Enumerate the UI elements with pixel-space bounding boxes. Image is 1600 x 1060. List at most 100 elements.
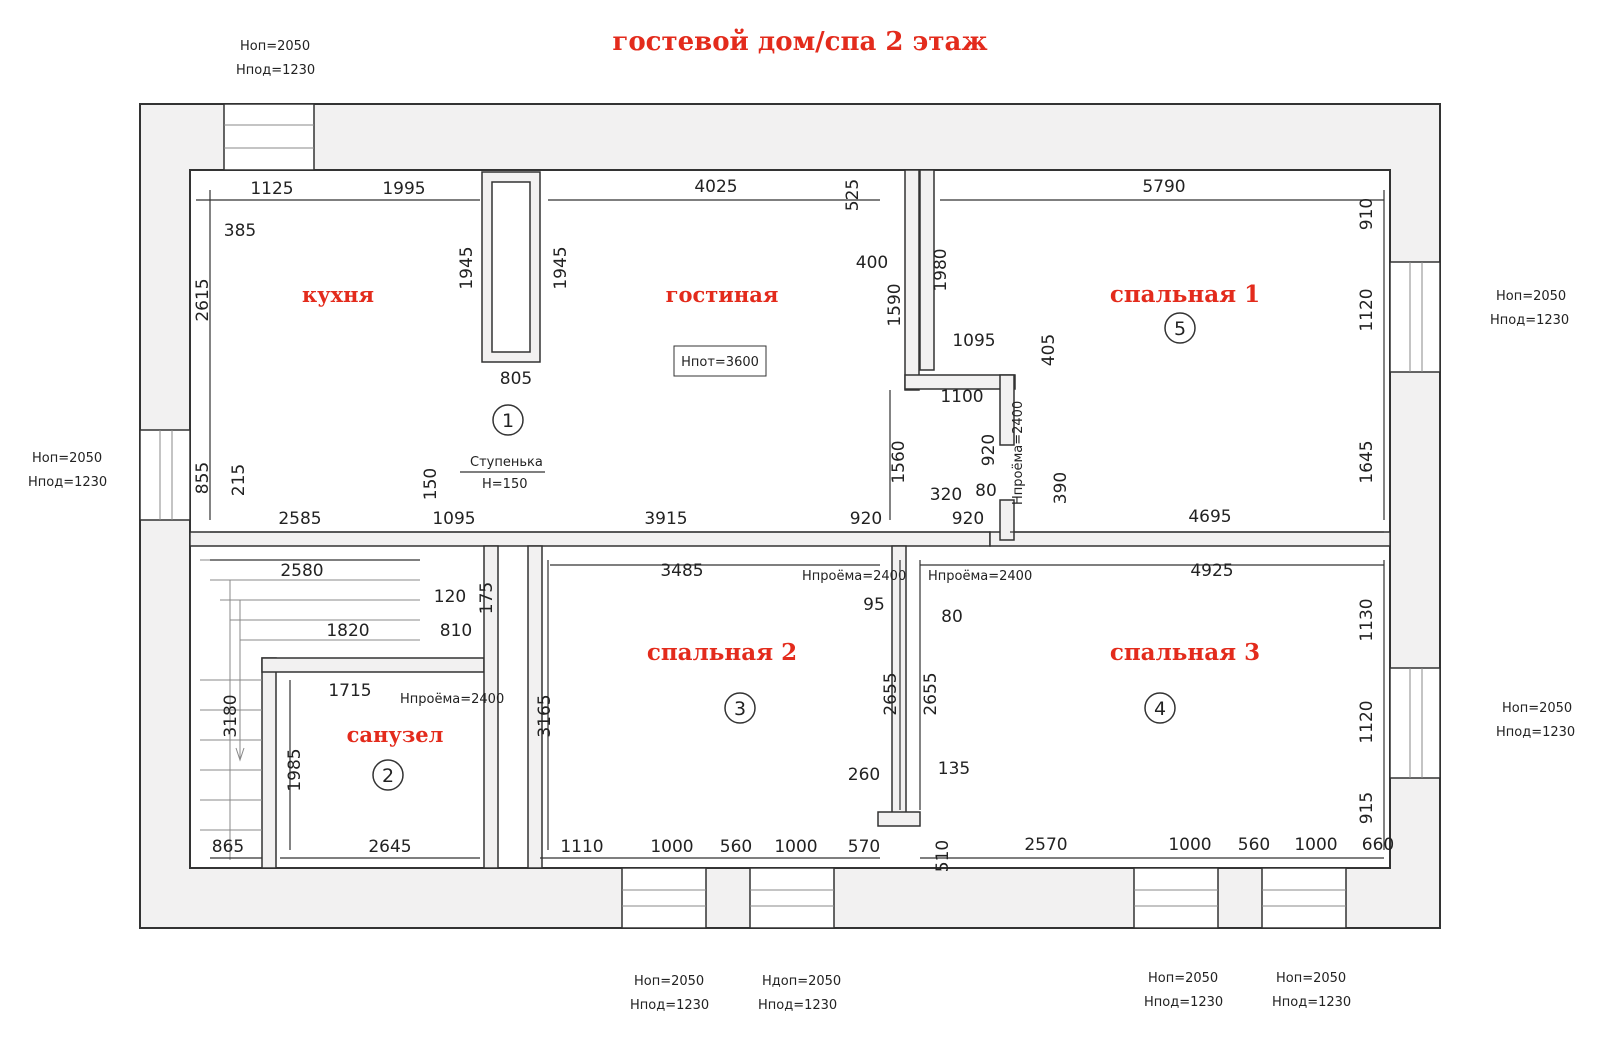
svg-text:2570: 2570 <box>1024 835 1067 855</box>
svg-text:Hоп=2050: Hоп=2050 <box>1496 289 1566 304</box>
dimension-lines <box>196 190 1385 859</box>
room-label-bedroom1: спальная 1 <box>1110 281 1260 308</box>
svg-text:810: 810 <box>440 621 472 641</box>
svg-text:1820: 1820 <box>326 621 369 641</box>
wall-kitchen-bottom <box>189 531 991 547</box>
svg-text:4695: 4695 <box>1188 507 1231 527</box>
svg-text:Hпроёма=2400: Hпроёма=2400 <box>928 569 1032 584</box>
living-height: Hпот=3600 <box>681 355 759 370</box>
svg-text:2585: 2585 <box>278 509 321 529</box>
svg-text:1980: 1980 <box>931 248 951 291</box>
svg-text:Hоп=2050: Hоп=2050 <box>1502 701 1572 716</box>
svg-text:2615: 2615 <box>193 278 213 321</box>
svg-text:1560: 1560 <box>889 440 909 483</box>
svg-text:525: 525 <box>843 179 863 211</box>
room-number-1: 1 <box>502 410 514 432</box>
wall-living-bedroom1 <box>919 169 935 371</box>
svg-text:1590: 1590 <box>885 283 905 326</box>
room-label-living: гостиная <box>666 282 779 307</box>
svg-text:1000: 1000 <box>774 837 817 857</box>
svg-text:3180: 3180 <box>221 694 241 737</box>
window-top-kitchen <box>223 103 315 171</box>
svg-text:385: 385 <box>224 221 256 241</box>
window-openings <box>139 103 1441 929</box>
window-bottom-b2-1 <box>621 867 707 929</box>
svg-text:865: 865 <box>212 837 244 857</box>
svg-text:Hпроёма=2400: Hпроёма=2400 <box>802 569 906 584</box>
window-left-kitchen <box>139 429 191 521</box>
room-number-2: 2 <box>382 765 394 787</box>
svg-text:1125: 1125 <box>250 179 293 199</box>
svg-text:Hпод=1230: Hпод=1230 <box>1144 995 1223 1010</box>
room-numbers: 1 2 3 4 5 <box>372 312 1196 791</box>
svg-text:Hпод=1230: Hпод=1230 <box>236 63 315 78</box>
svg-text:5790: 5790 <box>1142 177 1185 197</box>
wall-bedroom2-left <box>527 545 543 869</box>
svg-text:4025: 4025 <box>694 177 737 197</box>
svg-text:3915: 3915 <box>644 509 687 529</box>
svg-text:910: 910 <box>1357 198 1377 230</box>
svg-text:2655: 2655 <box>921 672 941 715</box>
svg-text:570: 570 <box>848 837 880 857</box>
svg-text:80: 80 <box>975 481 997 501</box>
svg-text:1715: 1715 <box>328 681 371 701</box>
room-labels: кухня гостиная спальная 1 спальная 2 спа… <box>302 281 1260 747</box>
svg-text:Hпод=1230: Hпод=1230 <box>1272 995 1351 1010</box>
svg-text:1120: 1120 <box>1357 700 1377 743</box>
svg-text:560: 560 <box>720 837 752 857</box>
svg-text:1095: 1095 <box>432 509 475 529</box>
svg-text:320: 320 <box>930 485 962 505</box>
svg-text:3165: 3165 <box>535 694 555 737</box>
svg-text:510: 510 <box>933 840 953 872</box>
svg-text:915: 915 <box>1357 792 1377 824</box>
svg-text:2580: 2580 <box>280 561 323 581</box>
svg-text:215: 215 <box>229 464 249 496</box>
window-glazing-lines <box>159 124 1423 907</box>
svg-text:1945: 1945 <box>457 246 477 289</box>
svg-text:120: 120 <box>434 587 466 607</box>
svg-text:Hоп=2050: Hоп=2050 <box>1148 971 1218 986</box>
svg-text:Hоп=2050: Hоп=2050 <box>1276 971 1346 986</box>
window-bottom-b2-2 <box>749 867 835 929</box>
svg-text:1000: 1000 <box>1168 835 1211 855</box>
svg-text:920: 920 <box>952 509 984 529</box>
room-number-4: 4 <box>1154 698 1166 720</box>
step-annotation: Ступенька H=150 <box>460 455 545 492</box>
svg-text:95: 95 <box>863 595 885 615</box>
svg-text:1985: 1985 <box>285 748 305 791</box>
svg-text:1130: 1130 <box>1357 598 1377 641</box>
svg-text:175: 175 <box>477 582 497 614</box>
svg-text:1645: 1645 <box>1357 440 1377 483</box>
svg-text:260: 260 <box>848 765 880 785</box>
door-heights: Hпроёма=2400 Hпроёма=2400 Hпроёма=2400 H… <box>400 401 1032 707</box>
svg-text:1995: 1995 <box>382 179 425 199</box>
svg-text:Hоп=2050: Hоп=2050 <box>240 39 310 54</box>
svg-text:1000: 1000 <box>1294 835 1337 855</box>
wall-bedroom1-bottom <box>989 531 1391 547</box>
svg-text:1110: 1110 <box>560 837 603 857</box>
svg-text:Hоп=2050: Hоп=2050 <box>634 974 704 989</box>
wall-bathroom-right <box>483 545 499 869</box>
living-height-box: Hпот=3600 <box>673 345 767 377</box>
svg-text:920: 920 <box>850 509 882 529</box>
svg-text:1095: 1095 <box>952 331 995 351</box>
dimension-labels: 1125 1995 4025 525 5790 910 385 2615 194… <box>193 177 1394 872</box>
room-label-bedroom2: спальная 2 <box>647 639 797 666</box>
svg-text:150: 150 <box>421 468 441 500</box>
outer-walls <box>139 103 1441 929</box>
window-bottom-b3-2 <box>1261 867 1347 929</box>
svg-text:560: 560 <box>1238 835 1270 855</box>
svg-text:405: 405 <box>1039 334 1059 366</box>
room-number-5: 5 <box>1174 318 1186 340</box>
step-height: H=150 <box>482 477 527 492</box>
svg-text:Hпод=1230: Hпод=1230 <box>1496 725 1575 740</box>
svg-text:2655: 2655 <box>881 672 901 715</box>
svg-text:390: 390 <box>1051 472 1071 504</box>
svg-text:Hдоп=2050: Hдоп=2050 <box>762 974 841 989</box>
window-right-bedroom3 <box>1389 667 1441 779</box>
svg-text:805: 805 <box>500 369 532 389</box>
svg-text:Hпод=1230: Hпод=1230 <box>758 998 837 1013</box>
svg-text:3485: 3485 <box>660 561 703 581</box>
window-right-bedroom1 <box>1389 261 1441 373</box>
